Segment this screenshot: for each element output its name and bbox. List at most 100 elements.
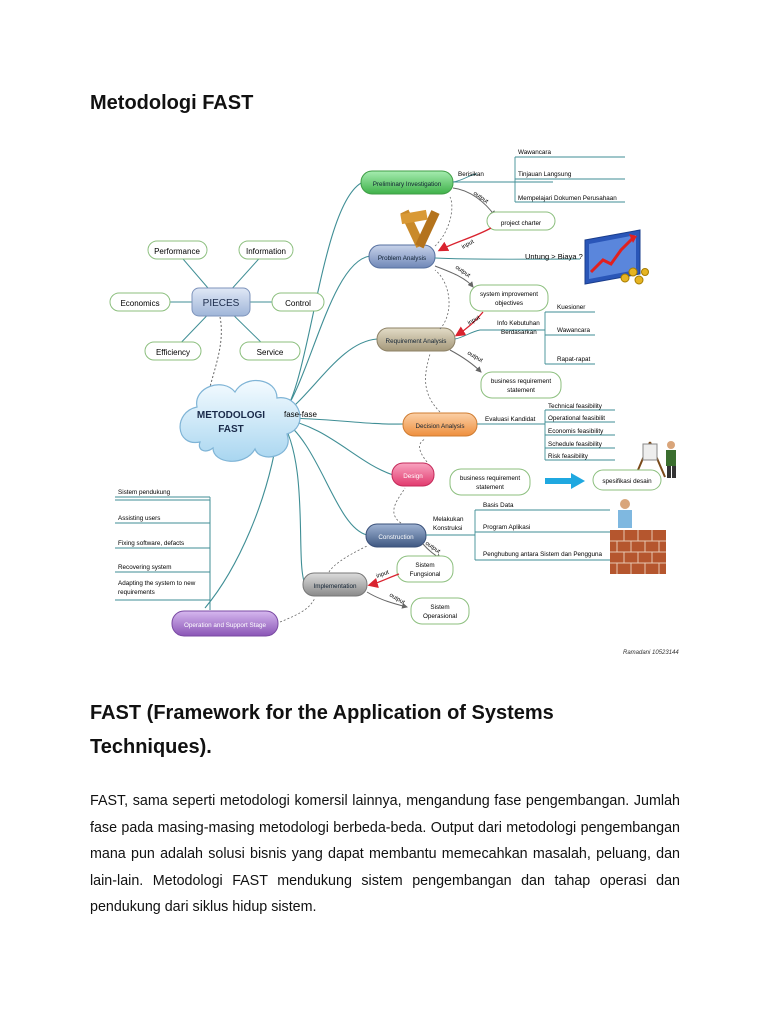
intro-paragraph: FAST, sama seperti metodologi komersil l… <box>90 793 680 915</box>
melakukan-line1: Melakukan <box>433 516 464 523</box>
pieces-label: PIECES <box>203 298 240 309</box>
implementation-details: input output Sistem Operasional <box>366 570 470 625</box>
input-label: input <box>467 315 482 327</box>
pieces-item <box>109 292 171 312</box>
phase-label: Construction <box>378 534 414 541</box>
fast-mind-map: PIECES Performance Information Economics… <box>109 149 679 656</box>
deliverable-line1: business requirement <box>491 378 551 385</box>
operation-details: Sistem pendukung Assisting users Fixing … <box>115 489 211 610</box>
design-input-line1: business requirement <box>460 475 520 482</box>
page-title: Metodologi FAST <box>90 92 254 114</box>
center-title-line2: FAST <box>218 424 244 435</box>
info-line1: Info Kebutuhan <box>497 320 540 327</box>
pieces-item-label: Performance <box>154 247 200 256</box>
pieces-item <box>144 341 202 361</box>
requirement-item: Rapat-rapat <box>557 356 591 363</box>
pieces-item-label: Economics <box>120 299 159 308</box>
construction-item: Basis Data <box>483 502 514 509</box>
phase-construction[interactable] <box>365 523 427 548</box>
project-charter-label: project charter <box>501 220 541 227</box>
pieces-cluster: PIECES Performance Information Economics… <box>109 240 325 388</box>
decision-item: Technical feasibility <box>548 403 603 410</box>
decision-item: Schedule feasibility <box>548 441 603 448</box>
pieces-item-label: Service <box>257 348 284 357</box>
input-label: input <box>376 570 391 580</box>
untung-label: Untung > Biaya ? <box>525 252 583 261</box>
phase-implementation[interactable] <box>302 572 368 597</box>
deliverable-line2: Operasional <box>423 613 457 620</box>
system-improvement-box <box>469 284 549 312</box>
pieces-item-label: Information <box>246 247 286 256</box>
bricklayer-icon <box>610 499 666 574</box>
phase-design[interactable] <box>391 462 435 487</box>
decision-item: Operational feasibilit <box>548 415 605 422</box>
input-label: input <box>461 239 476 251</box>
decision-item: Economis feasibility <box>548 428 604 435</box>
sistem-fungsional-box <box>396 555 454 583</box>
design-output-box <box>592 469 662 491</box>
pieces-item <box>147 240 208 260</box>
construction-item: Penghubung antara Sistem dan Pengguna <box>483 551 603 558</box>
info-line2: Berdasarkan <box>501 329 537 336</box>
requirement-details: Info Kebutuhan Berdasarkan Kuesioner Waw… <box>449 304 595 399</box>
preliminary-item: Mempelajari Dokumen Perusahaan <box>518 195 617 202</box>
phase-label: Operation and Support Stage <box>184 622 266 629</box>
pieces-item <box>238 240 294 260</box>
phase-label: Requirement Analysis <box>386 338 447 345</box>
business-requirement-box <box>480 371 562 399</box>
deliverable-line2: statement <box>507 387 535 394</box>
section-heading: FAST (Framework for the Application of S… <box>90 702 554 758</box>
evaluasi-label: Evaluasi Kandidat <box>485 416 536 423</box>
operation-item: requirements <box>118 589 155 596</box>
pieces-item <box>271 292 325 312</box>
requirement-item: Kuesioner <box>557 304 585 311</box>
berisikan-label: Berisikan <box>458 171 484 178</box>
decision-item: Risk feasibility <box>548 453 589 460</box>
phase-nodes: Preliminary Investigation Problem Analys… <box>171 170 478 637</box>
phase-label: Preliminary Investigation <box>373 181 442 188</box>
output-label: output <box>472 191 489 206</box>
pieces-node <box>191 287 251 317</box>
phase-problem-analysis[interactable] <box>368 244 436 269</box>
operation-item: Fixing software, defacts <box>118 540 184 547</box>
operation-item: Recovering system <box>118 564 172 571</box>
pieces-item-label: Efficiency <box>156 348 190 357</box>
melakukan-line2: Konstruksi <box>433 525 462 532</box>
preliminary-details: Berisikan Wawancara Tinjauan Langsung Me… <box>437 149 625 252</box>
phase-label: Design <box>403 473 423 480</box>
preliminary-item: Wawancara <box>518 149 552 156</box>
decision-details: Evaluasi Kandidat Technical feasibility … <box>477 403 615 461</box>
pieces-item <box>239 341 301 361</box>
deliverable-line1: Sistem <box>415 562 434 569</box>
design-input-box <box>449 468 531 496</box>
design-input-line2: statement <box>476 484 504 491</box>
operation-item: Adapting the system to new <box>118 580 196 587</box>
deliverable-line2: objectives <box>495 300 523 307</box>
phase-preliminary-investigation[interactable] <box>360 170 454 195</box>
center-title-line1: METODOLOGI <box>197 410 265 421</box>
phase-operation-support[interactable] <box>171 610 279 637</box>
operation-item: Assisting users <box>118 515 160 522</box>
center-cloud: METODOLOGI FAST <box>179 379 301 462</box>
deliverable-line2: Fungsional <box>410 571 441 578</box>
requirement-item: Wawancara <box>557 327 591 334</box>
phase-decision-analysis[interactable] <box>402 412 478 437</box>
fase-label: fase-fase <box>284 410 317 419</box>
operation-item: Sistem pendukung <box>118 489 171 496</box>
preliminary-item: Tinjauan Langsung <box>518 171 572 178</box>
output-label: output <box>454 265 471 280</box>
phase-label: Decision Analysis <box>416 423 465 430</box>
phase-requirement-analysis[interactable] <box>376 327 456 352</box>
deliverable-line1: Sistem <box>430 604 449 611</box>
phase-label: Problem Analysis <box>378 255 426 262</box>
project-charter-box <box>486 211 556 231</box>
sistem-operasional-box <box>410 597 470 625</box>
tools-icon <box>400 209 440 249</box>
phase-label: Implementation <box>313 583 357 590</box>
pieces-item-label: Control <box>285 299 311 308</box>
construction-item: Program Aplikasi <box>483 524 530 531</box>
profit-chart-icon <box>584 229 649 285</box>
right-arrow-icon <box>545 473 585 489</box>
design-output-label: spesifikasi desain <box>602 478 652 485</box>
design-details: business requirement statement spesifika… <box>449 468 662 496</box>
